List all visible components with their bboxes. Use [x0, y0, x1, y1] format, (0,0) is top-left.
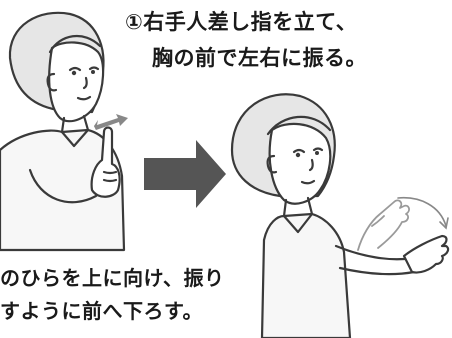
step1-caption-line2: 胸の前で左右に振る。 [152, 46, 367, 70]
figure-right [230, 93, 450, 338]
figure-left-hand [90, 126, 121, 198]
right-arrow-icon [144, 140, 226, 208]
double-headed-arrow-icon [94, 114, 128, 130]
ghost-hand [357, 199, 410, 251]
step2-caption-line1: のひらを上に向け、振り [0, 266, 225, 290]
figure-left [0, 11, 126, 252]
figure-right-face [268, 122, 332, 205]
figure-right-palm [402, 234, 450, 274]
figure-left-face [48, 41, 105, 123]
figure-right-torso [260, 212, 352, 338]
motion-arc [397, 196, 449, 230]
step1-caption-line1: ①右手人差し指を立て、 [125, 10, 358, 34]
step2-caption-line2: すように前へ下ろす。 [0, 299, 203, 323]
